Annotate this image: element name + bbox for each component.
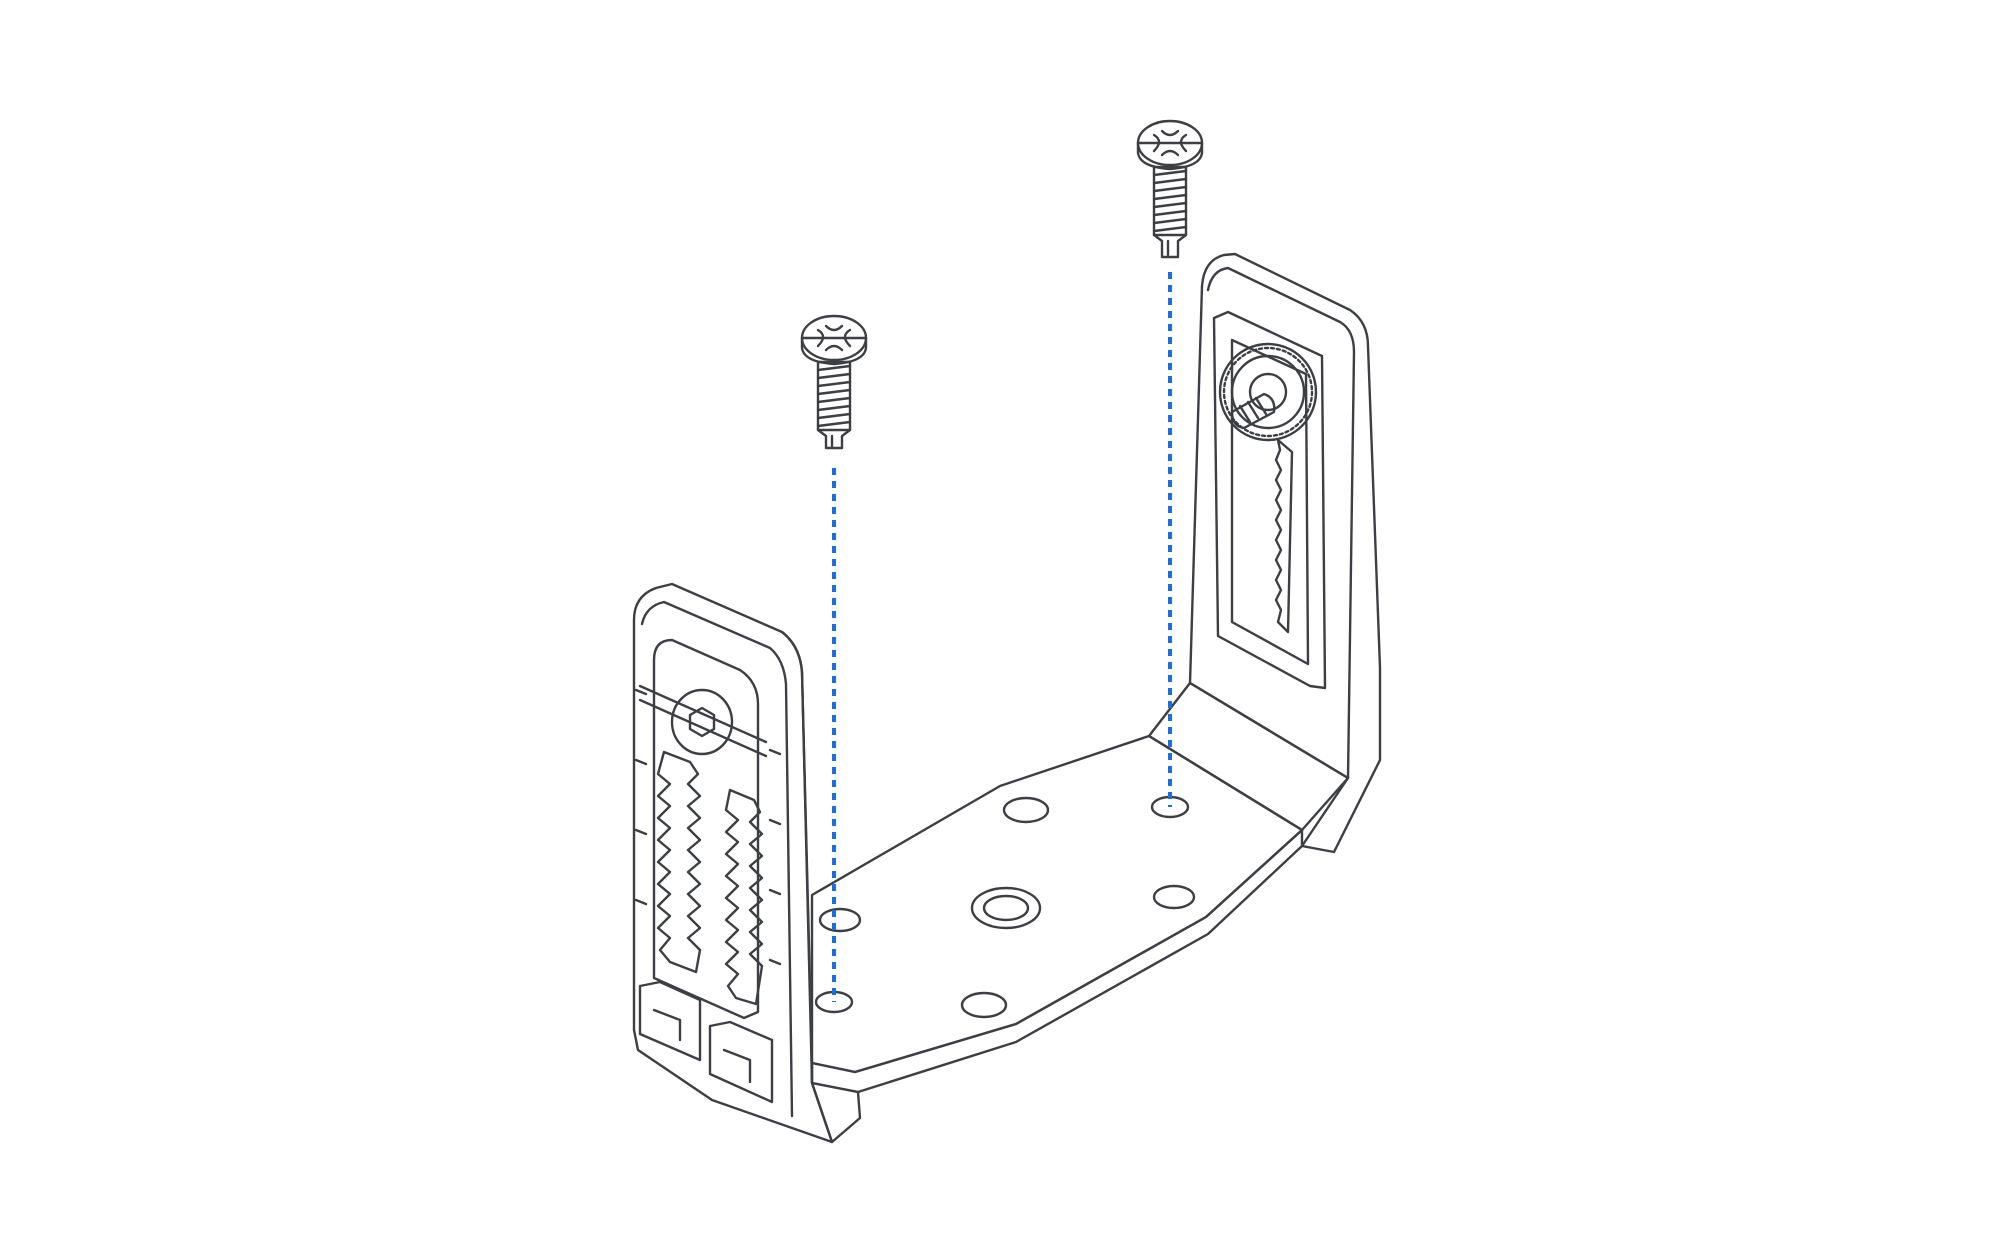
left-arm-inner-edge [640,600,794,1118]
left-foot-notch-1 [652,1008,682,1042]
hole-mid-left [818,907,862,933]
hole-mid-right [1152,884,1196,910]
left-slot-plate [652,638,760,1020]
screw-tip-detail [1152,233,1188,257]
hex-socket [688,706,716,738]
left-rack-2 [724,788,764,1006]
right-bend-strip [1147,681,1350,832]
right-rack [1274,438,1294,634]
phillips-cross-icon [816,324,852,352]
base-plate-edge [810,828,1304,1094]
knob-hub [1248,372,1288,412]
knob-stud-threads [1238,396,1268,424]
mounting-bracket [632,252,1382,1144]
bolt-head [670,688,734,756]
screw-head-side [800,336,868,366]
left-arm-front-edge [780,630,862,1144]
knob-stud [1230,392,1276,430]
right-arm [1188,252,1382,854]
screw-shank [816,360,852,450]
base-plate-top [810,734,1304,1074]
screw-threads [816,364,852,428]
knob-teeth [1222,346,1314,438]
left-band-line-2 [638,698,768,758]
screw-threads [1152,169,1188,233]
phillips-cross-icon [1152,129,1188,157]
base-plate-holes [814,795,1196,1019]
right-arm-slot-inner [1230,338,1310,666]
phillips-screw-right [1136,119,1204,259]
left-foot-block-1 [638,980,702,1062]
hole-top-left [1002,796,1050,824]
hole-center-outer [970,886,1042,930]
knob-outer-ring [1218,342,1318,442]
hex-socket-bolt [670,688,734,756]
left-tick-marks [634,688,782,966]
screw-head-side [1136,141,1204,171]
hole-bottom-mid [960,991,1008,1019]
hole-center-inner [982,894,1030,922]
left-foot-notch-2 [722,1048,752,1084]
left-band-line [638,684,768,744]
screw-head-top [1136,119,1204,167]
knob-face [1230,354,1306,430]
knurled-thumb-knob [1218,342,1318,442]
left-foot-block-2 [708,1020,774,1104]
screw-head-top [800,314,868,362]
screw-tip-detail [816,428,852,448]
screw-shank [1152,165,1188,259]
right-arm-inner-edge [1206,266,1356,780]
left-rack-1 [656,750,702,974]
phillips-screw-left [800,314,868,450]
right-arm-slot [1212,310,1327,690]
